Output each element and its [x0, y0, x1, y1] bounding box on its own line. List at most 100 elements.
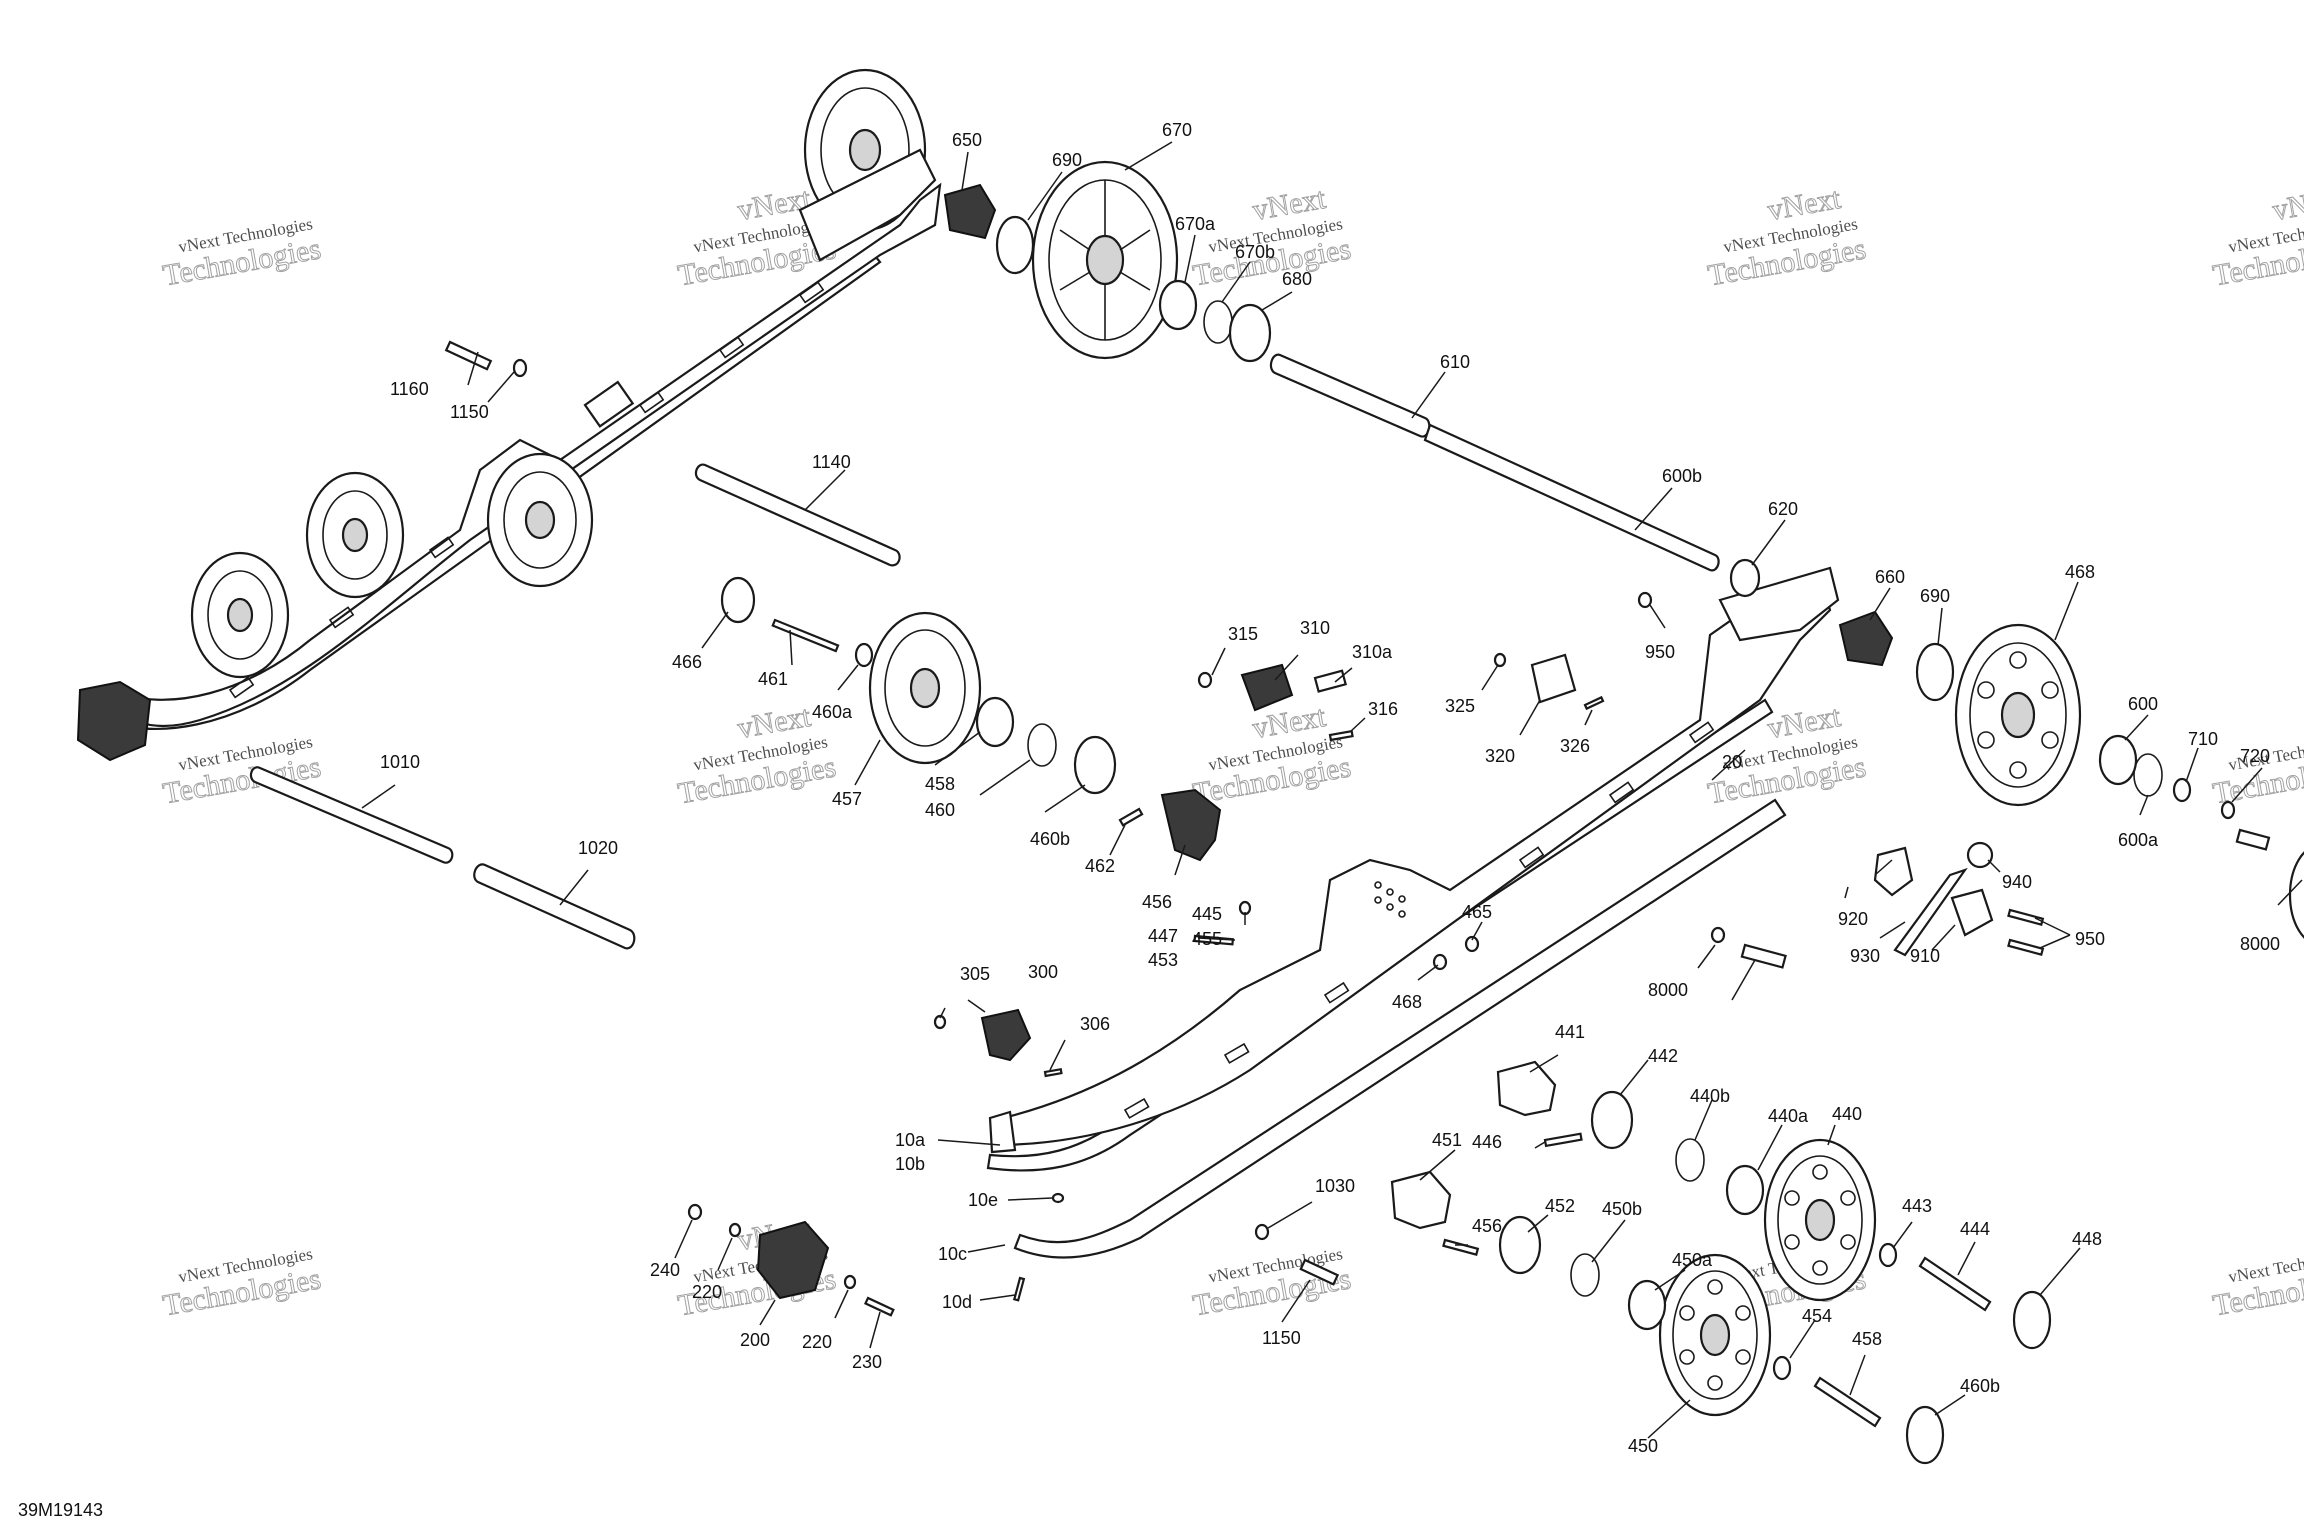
shafts — [249, 353, 1992, 1428]
callout-label: 445 — [1192, 904, 1222, 924]
callout-label: 457 — [832, 789, 862, 809]
callout-label: 240 — [650, 1260, 680, 1280]
washer-468 — [720, 576, 756, 624]
tube-1010 — [473, 863, 636, 950]
watermark: vNext Technologies Technologies — [160, 1244, 324, 1323]
shaft-610 — [1423, 423, 1720, 572]
callout-label: 8000 — [1648, 980, 1688, 1000]
bolt-1160-right — [1740, 943, 1787, 969]
pin-454 — [1813, 1376, 1882, 1428]
callout-label: 460b — [1030, 829, 1070, 849]
bolt-446 — [1543, 1132, 1583, 1148]
callout-label: 600a — [2118, 830, 2159, 850]
callout-label: 230 — [852, 1352, 882, 1372]
callout-label: 448 — [2072, 1229, 2102, 1249]
spacer-690-right — [1915, 642, 1955, 702]
callout-label: 220 — [692, 1282, 722, 1302]
callout-label: 10b — [895, 1154, 925, 1174]
wheel-8000-partial — [2288, 851, 2304, 939]
screw-10d — [1012, 1276, 1026, 1302]
nut-465 — [1464, 935, 1480, 953]
washer-1150-right — [1710, 926, 1726, 944]
callout-label: 10d — [942, 1292, 972, 1312]
shaft-1000 — [249, 766, 454, 864]
watermark: vNext Technologies Technologies — [160, 214, 324, 293]
callout-label: 8000 — [2240, 934, 2280, 954]
washer-325 — [1493, 652, 1507, 668]
washer-720 — [2220, 800, 2236, 820]
callout-label: 300 — [1028, 962, 1058, 982]
right-rail-assembly — [986, 566, 1840, 1259]
wheel-600 — [1954, 623, 2082, 807]
plate-320 — [1530, 653, 1577, 704]
callout-label: 610 — [1440, 352, 1470, 372]
bolt-940-b — [2007, 938, 2045, 956]
right-rail-holes — [1374, 881, 1406, 918]
callout-label: 458 — [925, 774, 955, 794]
callout-label: 1140 — [812, 452, 851, 472]
ring-460b — [1027, 723, 1057, 767]
washer-453 — [1772, 1355, 1792, 1381]
washer-443 — [1878, 1242, 1898, 1268]
callout-label: 660 — [1875, 567, 1905, 587]
bracket-910 — [1873, 846, 1914, 897]
callout-label: 465 — [1462, 902, 1492, 922]
bearing-670a — [1158, 279, 1198, 331]
right-rail-slots — [1123, 721, 1715, 1119]
axle-cap-660-left — [943, 183, 997, 240]
callout-label: 444 — [1960, 1219, 1990, 1239]
callout-label: 440a — [1768, 1106, 1809, 1126]
watermark: vNext Technologies Technologies — [2210, 732, 2304, 811]
stopper-300 — [980, 1008, 1032, 1062]
callout-label: 670 — [1162, 120, 1192, 140]
callout-label: 451 — [1432, 1130, 1462, 1150]
guide-200 — [756, 1220, 830, 1300]
left-rail-body — [108, 182, 942, 727]
tube-620 — [1269, 353, 1431, 438]
bracket-900 — [1950, 888, 1994, 937]
cap-448 — [2012, 1290, 2052, 1350]
callout-label: 456 — [1472, 1216, 1502, 1236]
nut-950 — [1637, 591, 1653, 609]
callout-label: 325 — [1445, 696, 1475, 716]
callout-label: 315 — [1228, 624, 1258, 644]
svg-text:vNext: vNext — [2270, 182, 2304, 227]
callout-label: 316 — [1368, 699, 1398, 719]
callout-label: 460 — [925, 800, 955, 820]
nut-240 — [687, 1203, 703, 1221]
callout-label: 1020 — [578, 838, 618, 858]
callout-label: 220 — [802, 1332, 832, 1352]
right-slide-rail — [1013, 798, 1787, 1259]
washer-1150-left — [512, 358, 528, 378]
washer-1020 — [1254, 1223, 1270, 1241]
callout-label: 461 — [758, 669, 788, 689]
callout-label: 466 — [672, 652, 702, 672]
fitting-451 — [1390, 1170, 1452, 1230]
callout-label: 1150 — [450, 402, 489, 422]
rivet-10e — [1051, 1192, 1065, 1204]
right-rear-bracket — [1718, 566, 1840, 642]
left-bogie-wheel-1 — [190, 551, 290, 679]
callout-label: 443 — [1902, 1196, 1932, 1216]
screw-316 — [1328, 729, 1354, 742]
washer-220-b — [843, 1274, 857, 1290]
nut-930 — [1966, 841, 1994, 869]
callout-label: 455 — [1192, 929, 1222, 949]
bracket-461 — [1160, 788, 1222, 862]
callout-label: 326 — [1560, 736, 1590, 756]
wheel-670 — [1031, 160, 1179, 360]
spacer-442 — [1590, 1090, 1634, 1150]
callout-label: 310 — [1300, 618, 1330, 638]
watermark: vNext Technologies Technologies — [2210, 1244, 2304, 1323]
callout-label: 453 — [1148, 950, 1178, 970]
washer-710 — [2172, 777, 2192, 803]
callout-label: 20 — [1722, 752, 1742, 772]
callout-label: 447 — [1148, 926, 1178, 946]
callout-label: 441 — [1555, 1022, 1585, 1042]
wheel-440 — [1763, 1138, 1877, 1302]
ring-440b — [1675, 1138, 1705, 1182]
watermark: vNext Technologies Technologies vNext — [2210, 181, 2304, 293]
callout-label: 10a — [895, 1130, 926, 1150]
left-bogie-wheel-2 — [305, 471, 405, 599]
